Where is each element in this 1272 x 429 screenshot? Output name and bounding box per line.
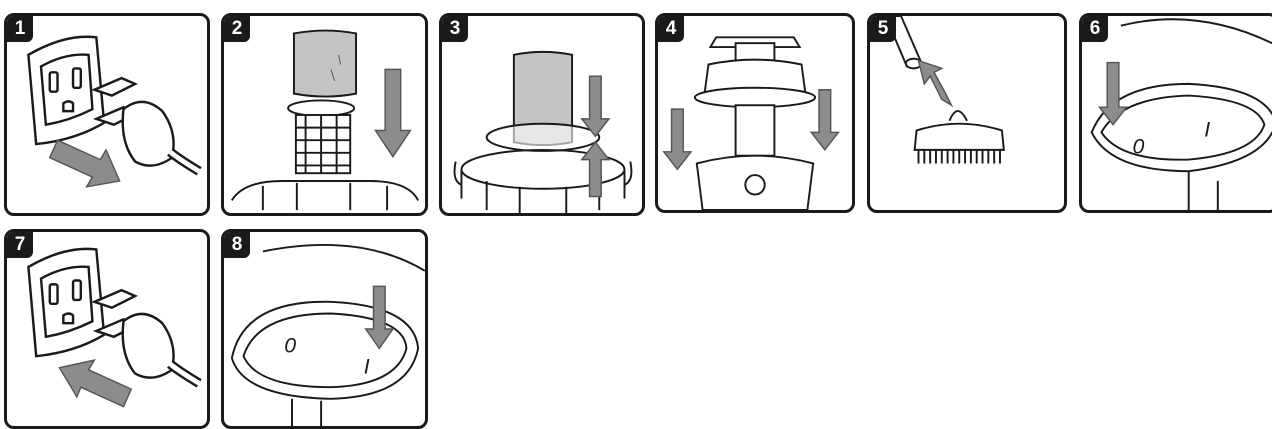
step-number-badge: 8 bbox=[224, 232, 250, 258]
off-symbol: 0 bbox=[1132, 135, 1144, 159]
step-number-badge: 2 bbox=[224, 16, 250, 42]
step-2-panel: 2 bbox=[221, 13, 428, 216]
on-symbol: I bbox=[364, 355, 370, 379]
step-3-panel: 3 bbox=[439, 13, 645, 216]
brush-attach-illustration bbox=[870, 16, 1064, 210]
step-8-panel: 8 0 I bbox=[221, 229, 428, 429]
step-4-panel: 4 bbox=[655, 13, 855, 213]
powerhead-attach-illustration bbox=[658, 16, 852, 210]
switch-off-illustration: 0 I bbox=[1082, 16, 1272, 210]
step-6-panel: 6 0 I bbox=[1079, 13, 1272, 213]
step-5-panel: 5 bbox=[867, 13, 1067, 213]
step-number-badge: 5 bbox=[870, 16, 896, 42]
filter-install-illustration bbox=[224, 16, 425, 213]
step-number-badge: 3 bbox=[442, 16, 468, 42]
filter-bag bbox=[294, 31, 356, 97]
outlet-unplug-illustration bbox=[7, 16, 207, 213]
push-in-arrow bbox=[59, 360, 131, 407]
outlet-plugin-illustration bbox=[7, 232, 207, 426]
up-left-arrow bbox=[919, 61, 952, 106]
down-arrow-left bbox=[664, 109, 691, 169]
step-number-badge: 7 bbox=[7, 232, 33, 258]
up-arrow bbox=[582, 142, 609, 196]
step-number-badge: 6 bbox=[1082, 16, 1108, 42]
step-number-badge: 1 bbox=[7, 16, 33, 42]
down-arrow bbox=[375, 69, 410, 156]
filter-secure-illustration bbox=[442, 16, 642, 213]
pull-out-arrow bbox=[50, 140, 120, 187]
step-1-panel: 1 bbox=[4, 13, 210, 216]
step-number-badge: 4 bbox=[658, 16, 684, 42]
switch-on-illustration: 0 I bbox=[224, 232, 425, 426]
down-arrow bbox=[582, 76, 609, 136]
off-symbol: 0 bbox=[284, 333, 296, 357]
on-symbol: I bbox=[1204, 117, 1210, 141]
step-7-panel: 7 bbox=[4, 229, 210, 429]
